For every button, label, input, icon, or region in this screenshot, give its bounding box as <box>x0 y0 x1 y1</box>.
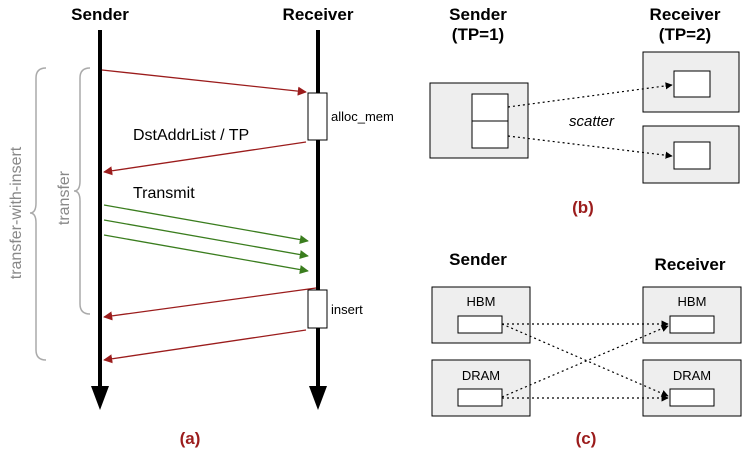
panel-b: Sender (TP=1) Receiver (TP=2) scatter (b… <box>429 5 740 217</box>
transfer-with-insert-label: transfer-with-insert <box>8 146 25 279</box>
panel-c: Sender Receiver HBM DRAM HBM DRAM (c) <box>431 250 742 448</box>
panel-a: Sender Receiver alloc_mem insert DstAddr… <box>8 5 394 448</box>
sender-hbm-device <box>431 286 531 344</box>
receiver-label-c: Receiver <box>655 255 726 274</box>
transmit-label: Transmit <box>133 185 195 202</box>
receiver-buffer-b-1 <box>673 70 711 98</box>
receiver-hbm-label: HBM <box>678 294 707 309</box>
receiver-dram-buffer <box>669 388 715 407</box>
transmit-arrow-1 <box>103 204 309 245</box>
sender-dram-label: DRAM <box>462 368 500 383</box>
sender-dram-buffer <box>457 388 503 407</box>
scatter-label: scatter <box>569 113 615 130</box>
caption-c: (c) <box>576 429 597 448</box>
insert-done-arrow <box>103 329 307 364</box>
receiver-hbm-buffer <box>669 315 715 334</box>
dram-to-hbm-arrow <box>501 325 669 398</box>
sender-buffer-top <box>471 93 509 122</box>
sender-hbm-label: HBM <box>467 294 496 309</box>
insert-activation <box>307 289 328 329</box>
caption-a: (a) <box>180 429 201 448</box>
sender-tp-b: (TP=1) <box>452 25 504 44</box>
dst-addr-arrow <box>103 141 307 176</box>
alloc-mem-label: alloc_mem <box>331 109 394 124</box>
transmit-arrow-3 <box>103 234 309 275</box>
sender-buffer-bottom <box>471 120 509 149</box>
receiver-label-b: Receiver <box>650 5 721 24</box>
sender-timeline-arrowhead <box>91 386 109 410</box>
caption-b: (b) <box>572 198 594 217</box>
sender-label-b: Sender <box>449 5 507 24</box>
request-arrow <box>101 69 307 96</box>
sender-hbm-buffer <box>457 315 503 334</box>
transmit-arrow-2 <box>103 219 309 260</box>
receiver-dram-label: DRAM <box>673 368 711 383</box>
transfer-with-insert-brace <box>29 67 47 361</box>
receiver-hbm-device <box>642 286 742 344</box>
alloc-mem-activation <box>307 92 328 141</box>
receiver-timeline-arrowhead <box>309 386 327 410</box>
sender-dram-device <box>431 359 531 417</box>
receiver-tp-b: (TP=2) <box>659 25 711 44</box>
insert-label: insert <box>331 302 363 317</box>
transfer-brace <box>73 67 91 315</box>
receiver-buffer-b-2 <box>673 141 711 170</box>
receiver-label-a: Receiver <box>283 5 354 24</box>
hbm-to-dram-arrow <box>501 323 669 397</box>
transfer-done-arrow <box>103 287 317 321</box>
sender-label-c: Sender <box>449 250 507 269</box>
transfer-label: transfer <box>56 170 73 225</box>
dst-addr-label: DstAddrList / TP <box>133 127 249 144</box>
sender-label-a: Sender <box>71 5 129 24</box>
receiver-dram-device <box>642 359 742 417</box>
